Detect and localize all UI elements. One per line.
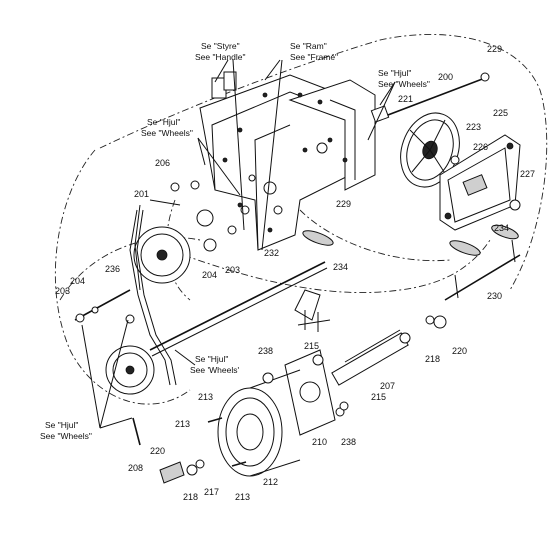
part-label-218-bottom: 218 <box>183 492 198 502</box>
part-label-215-right: 215 <box>371 392 386 402</box>
part-label-210: 210 <box>312 437 327 447</box>
xref-hjul-wheels-center-line2: See 'Wheels' <box>190 365 239 375</box>
part-label-200: 200 <box>438 72 453 82</box>
part-label-226: 226 <box>473 142 488 152</box>
part-label-221: 221 <box>398 94 413 104</box>
part-label-206: 206 <box>155 158 170 168</box>
part-label-208: 208 <box>128 463 143 473</box>
xref-hjul-wheels-left-line1: Se "Hjul" <box>147 117 180 127</box>
shift-forks <box>294 289 331 332</box>
pin-208 <box>132 417 141 446</box>
part-label-225: 225 <box>493 108 508 118</box>
bearing-housing <box>284 349 336 436</box>
part-label-220-bottom: 220 <box>150 446 165 456</box>
leader-lines <box>81 59 396 429</box>
xref-ram-frame-line2: See "Frame" <box>290 52 338 62</box>
xref-hjul-wheels-center-line1: Se "Hjul" <box>195 354 228 364</box>
part-label-215-center: 215 <box>304 341 319 351</box>
xref-hjul-wheels-top-right-line1: Se "Hjul" <box>378 68 411 78</box>
part-label-204-center: 204 <box>202 270 217 280</box>
phantom-outlines <box>54 34 548 405</box>
part-label-203-center: 203 <box>225 265 240 275</box>
part-label-203-left: 203 <box>55 286 70 296</box>
xref-hjul-wheels-top-right-line2: See "Wheels" <box>378 79 430 89</box>
part-label-223: 223 <box>466 122 481 132</box>
part-label-204-left: 204 <box>70 276 85 286</box>
part-label-238-right: 238 <box>341 437 356 447</box>
xref-ram-frame-line1: Se "Ram" <box>290 41 327 51</box>
part-label-229: 229 <box>487 44 502 54</box>
wheel-hub <box>217 369 301 477</box>
part-label-232: 232 <box>264 248 279 258</box>
part-label-212: 212 <box>263 477 278 487</box>
xref-hjul-wheels-left-line2: See "Wheels" <box>141 128 193 138</box>
part-label-229-mid: 229 <box>336 199 351 209</box>
frame-housing <box>199 71 376 251</box>
part-label-213-bottom: 213 <box>235 492 250 502</box>
part-label-238-center: 238 <box>258 346 273 356</box>
long-axle <box>149 261 326 351</box>
part-label-230: 230 <box>487 291 502 301</box>
xref-hjul-wheels-bottom-left-line2: See "Wheels" <box>40 431 92 441</box>
springs <box>302 224 519 256</box>
part-label-220-right: 220 <box>452 346 467 356</box>
short-shaft <box>74 289 131 321</box>
axle-207 <box>331 329 411 386</box>
upper-shaft <box>379 77 486 119</box>
lower-sprocket <box>105 345 155 395</box>
part-label-236: 236 <box>105 264 120 274</box>
xref-styre-handle-line1: Se "Styre" <box>201 41 240 51</box>
part-label-213-lower: 213 <box>175 419 190 429</box>
part-label-234-center: 234 <box>333 262 348 272</box>
part-label-217: 217 <box>204 487 219 497</box>
xref-hjul-wheels-bottom-left-line1: Se "Hjul" <box>45 420 78 430</box>
left-sprocket <box>133 199 191 291</box>
rod-230 <box>444 254 521 301</box>
drive-chain <box>129 209 177 386</box>
part-label-201: 201 <box>134 189 149 199</box>
part-label-207: 207 <box>380 381 395 391</box>
part-label-218-right: 218 <box>425 354 440 364</box>
hardware <box>159 180 447 484</box>
part-label-213-upper: 213 <box>198 392 213 402</box>
part-label-227: 227 <box>520 169 535 179</box>
xref-styre-handle-line2: See "Handle" <box>195 52 245 62</box>
part-label-234-right: 234 <box>494 223 509 233</box>
